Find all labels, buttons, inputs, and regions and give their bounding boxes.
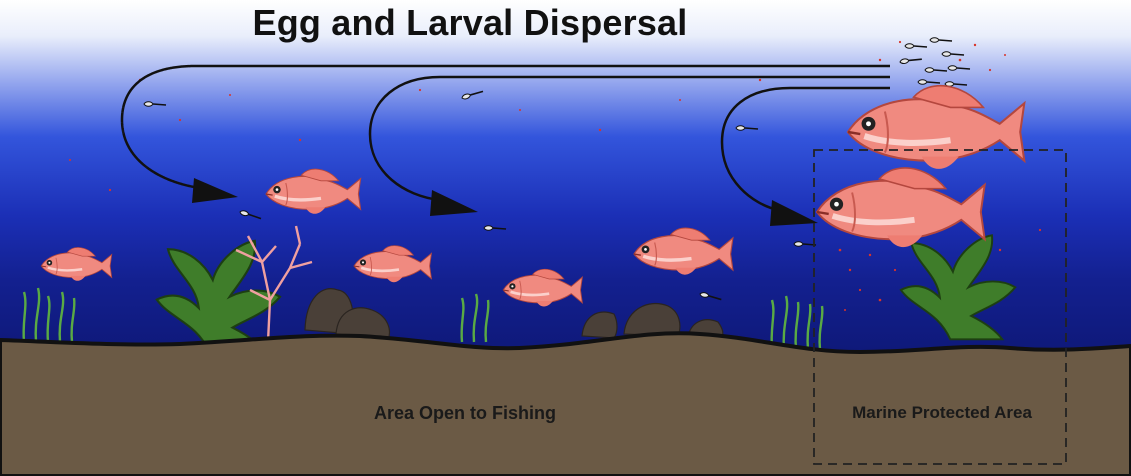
open-area-label: Area Open to Fishing xyxy=(300,403,630,424)
diagram-title: Egg and Larval Dispersal xyxy=(0,2,940,44)
protected-area-label: Marine Protected Area xyxy=(818,403,1066,423)
